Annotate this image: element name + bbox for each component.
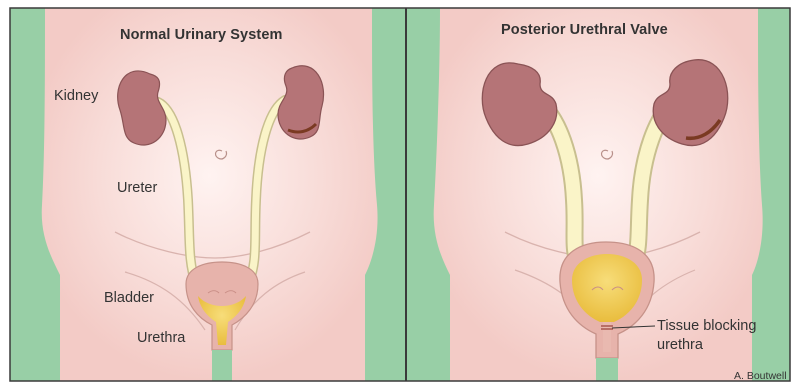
label-kidney: Kidney [54,88,98,104]
panel-normal [10,8,405,381]
illustrator-credit: A. Boutwell [734,370,787,382]
kidney-right-normal [278,66,324,139]
label-urethra: Urethra [137,330,185,346]
urethra-exit-left [212,350,232,381]
panel-title-puv: Posterior Urethral Valve [501,22,668,38]
label-bladder: Bladder [104,290,154,306]
kidney-left-normal [118,71,166,145]
urethra-exit-right [596,358,618,381]
label-tissue-blocking: Tissue blocking [657,318,756,334]
panel-divider [405,8,407,381]
label-ureter: Ureter [117,180,157,196]
body-silhouette-left [42,8,378,381]
panel-title-normal: Normal Urinary System [120,27,282,43]
label-urethra-blocked: urethra [657,337,703,353]
